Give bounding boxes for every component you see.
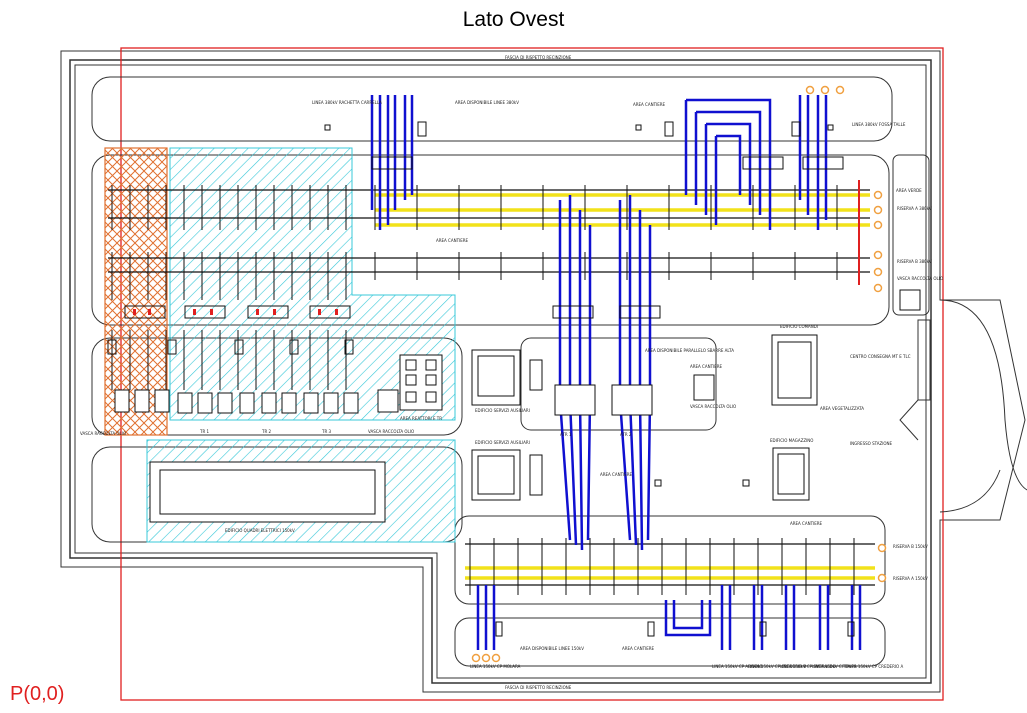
line-marker <box>873 250 883 260</box>
black-busbars <box>108 189 875 586</box>
line-markers <box>471 85 887 663</box>
line-marker <box>873 190 883 200</box>
area-disp-150-label: AREA DISPONIBILE LINEE 150kV <box>520 646 584 651</box>
road-edge <box>939 299 1027 491</box>
linea-arcano-label: LINEA 150kV CP ARCANO <box>712 664 762 669</box>
area-cantiere-right-label: AREA CANTIERE <box>790 521 823 526</box>
gate-structure <box>899 319 931 441</box>
riserva-top-label: RISERVA A 380kV <box>897 206 932 211</box>
cyan-hatch-areas <box>146 147 456 543</box>
ac-busbars <box>375 193 875 580</box>
riserva-b150-label: RISERVA B 150kV <box>893 544 928 549</box>
linea-citta-label: LINEA 150kV CITTA PS <box>812 664 857 669</box>
line-marker <box>481 653 491 663</box>
red-markers <box>133 180 860 315</box>
area-cantiere-mid-label: AREA CANTIERE <box>436 238 469 243</box>
linea-smeraldo-label: LINEA 150kV CP SMERALDO <box>780 664 836 669</box>
vasca-center-label: VASCA RACCOLTA OLIO <box>690 404 736 409</box>
site-outline <box>60 50 1026 693</box>
origin-label: P(0,0) <box>10 683 65 705</box>
vasca-lower-label: VASCA RACCOLTA OLIO <box>368 429 414 434</box>
linea-left-label: LINEA 380kV RACHETTA CARRELLA <box>312 100 382 105</box>
bay-lines <box>111 185 855 595</box>
ingresso-label: INGRESSO STAZIONE <box>850 441 893 446</box>
atr1-label: ATR 1 <box>560 432 572 437</box>
line-marker <box>805 85 815 95</box>
plan-labels: FASCIA DI RISPETTO RECINZIONE FASCIA DI … <box>80 55 943 690</box>
tr2-label: TR 2 <box>261 429 271 434</box>
linea-crederio-a-label: LINEA 150kV CP CREDERIO A <box>845 664 903 669</box>
area-disp-parallelo-label: AREA DISPONIBILE PARALLELO SBARRE ALTA <box>645 348 734 353</box>
vasca-right-label: VASCA RACCOLTA OLIO <box>897 276 943 281</box>
line-marker <box>873 220 883 230</box>
area-cantiere-center-label: AREA CANTIERE <box>690 364 723 369</box>
area-vegetalizzata-label: AREA VEGETALIZZATA <box>820 406 864 411</box>
riserva-mid-label: RISERVA B 380kV <box>897 259 932 264</box>
line-marker <box>491 653 501 663</box>
area-reattori-label: AREA REATTORI E TR <box>400 416 442 421</box>
line-marker <box>873 267 883 277</box>
edificio-magazzino-label: EDIFICIO MAGAZZINO <box>770 438 813 443</box>
edificio-servizi-2-label: EDIFICIO SERVIZI AUSILIARI <box>475 440 530 445</box>
centro-label: CENTRO CONSEGNA MT E TLC <box>850 354 911 359</box>
tr3-label: TR 3 <box>321 429 331 434</box>
edificio-servizi-1-label: EDIFICIO SERVIZI AUSILIARI <box>475 408 530 413</box>
buildings <box>149 289 921 523</box>
riserva-a150-label: RISERVA A 150kV <box>893 576 928 581</box>
line-marker <box>877 573 887 583</box>
area-cantiere-lower-label: AREA CANTIERE <box>600 472 633 477</box>
fascia-top-label: FASCIA DI RISPETTO RECINZIONE <box>505 55 572 60</box>
atr2-label: ATR 2 <box>620 432 632 437</box>
line-marker <box>471 653 481 663</box>
line-marker <box>820 85 830 95</box>
transformer-row <box>114 354 443 414</box>
edificio-comandi-label: EDIFICIO COMANDI <box>780 324 818 329</box>
orange-hatch-area <box>104 147 168 436</box>
fascia-bottom-label: FASCIA DI RISPETTO RECINZIONE <box>505 685 572 690</box>
line-marker <box>835 85 845 95</box>
vasca-left-label: VASCA RACCOLTA OLIO <box>80 431 126 436</box>
linea-molara-label: LINEA 150kV CP MOLARA <box>470 664 521 669</box>
page-title: Lato Ovest <box>462 8 565 31</box>
edificio-quadri-label: EDIFICIO QUADRI ELETTRICI 150kV <box>225 528 295 533</box>
area-cantiere-top-label: AREA CANTIERE <box>633 102 666 107</box>
area-cantiere-bottom-label: AREA CANTIERE <box>622 646 655 651</box>
small-equipment <box>107 121 855 637</box>
area-disp-top-label: AREA DISPONIBILE LINEE 380kV <box>455 100 519 105</box>
line-marker <box>873 283 883 293</box>
linea-right-label: LINEA 380kV FOSSA TALLE <box>852 122 906 127</box>
line-marker <box>877 543 887 553</box>
line-marker <box>873 205 883 215</box>
area-verde-label: AREA VERDE <box>896 188 922 193</box>
linea-crederio-b-label: LINEA 150kV CP CREDERIO B <box>748 664 806 669</box>
tr1-label: TR 1 <box>199 429 209 434</box>
